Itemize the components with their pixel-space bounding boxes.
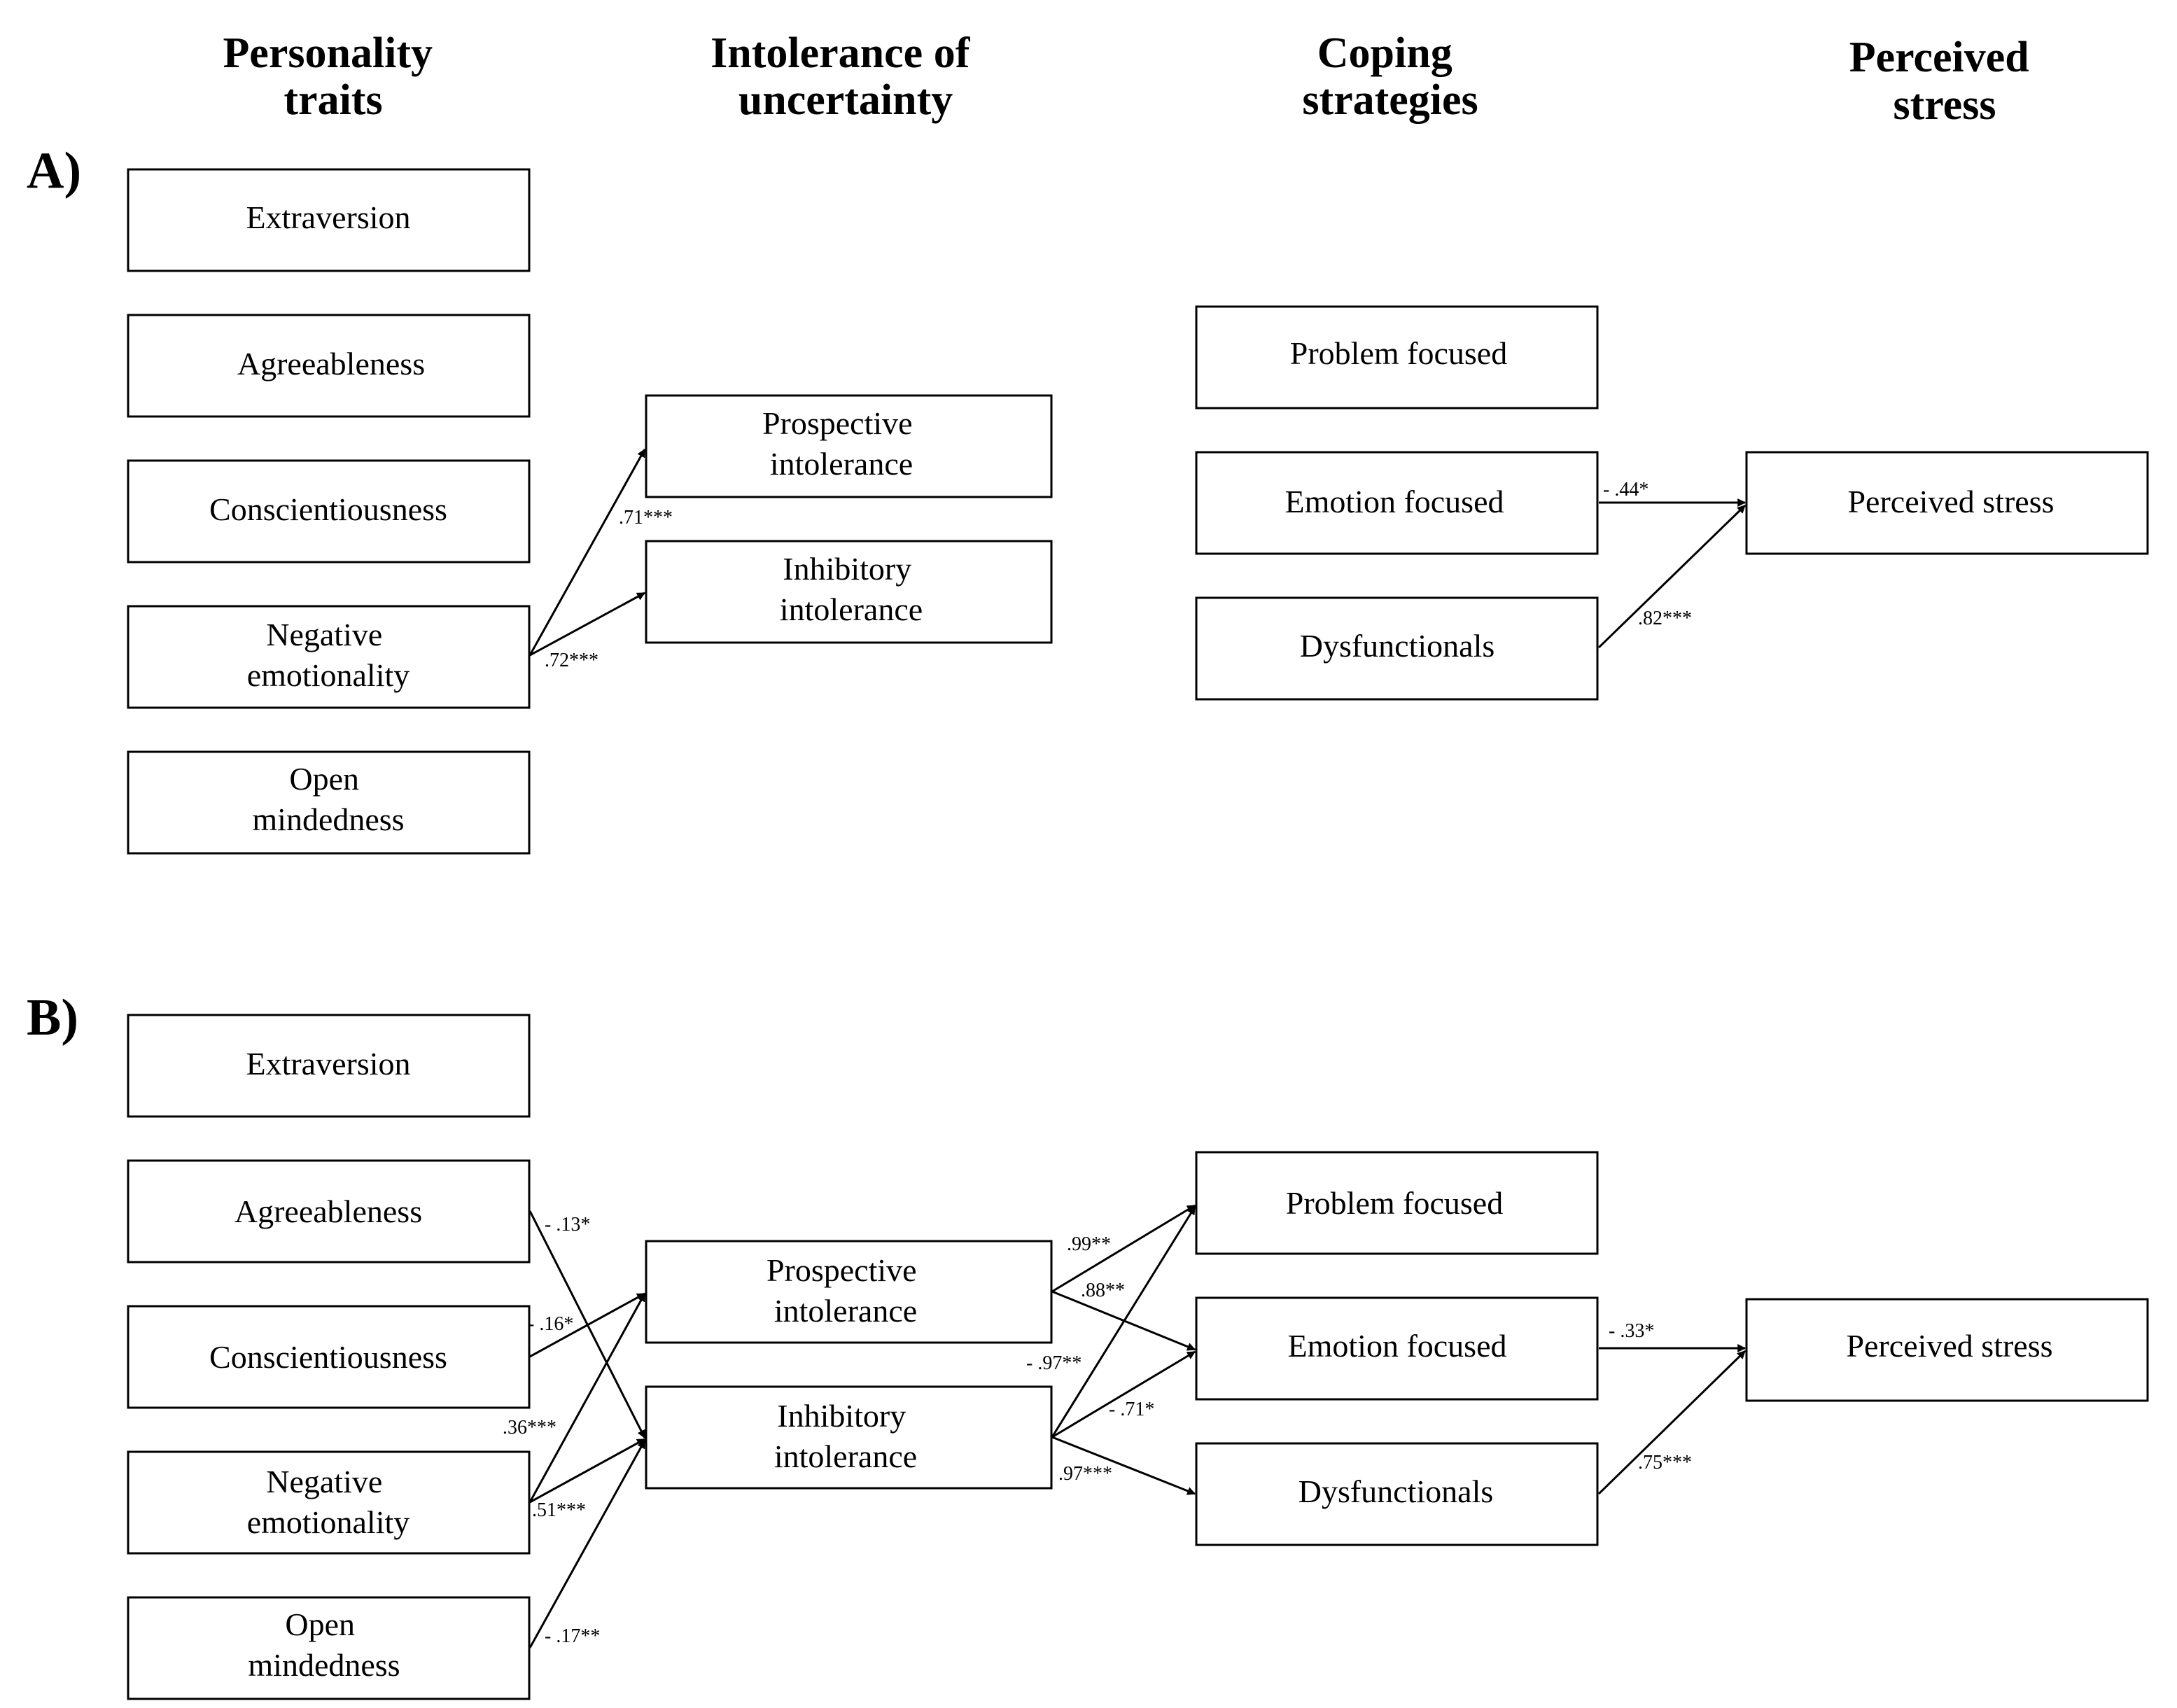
coef-b-negemo-to-prospective: .36***	[503, 1417, 556, 1438]
coef-a-negemo-to-prospective: .71***	[619, 507, 673, 528]
svg-text:Inhibitory intolerance: Inhibitory intolerance	[774, 1398, 917, 1474]
coef-b-inhibitory-to-problem: - .97**	[1026, 1352, 1082, 1374]
svg-text:Prospective intoleranc: Prospective intolerance	[766, 1252, 925, 1329]
svg-text:Negative emotionality: Negative emotionality	[247, 1464, 410, 1540]
box-b-inhibitory-intolerance: Inhibitory intolerance	[645, 1385, 1053, 1490]
header-personality-traits: Personality traits	[223, 29, 443, 124]
panel-a: A) Extraversion Agreeableness Conscienti…	[27, 142, 2149, 855]
box-b-extraversion: Extraversion	[127, 1014, 531, 1118]
coef-b-inhibitory-to-dysfunctional: .97***	[1058, 1463, 1112, 1485]
path-b-inhibitory-to-dysfunctional	[1051, 1436, 1196, 1495]
path-a-negemo-to-inhibitory	[529, 592, 646, 657]
coef-b-open-to-inhibitory: - .17**	[545, 1625, 600, 1647]
svg-text:Agreeableness: Agreeableness	[234, 1194, 422, 1229]
box-a-perceived-stress: Perceived stress	[1745, 451, 2149, 555]
box-b-conscientiousness: Conscientiousness	[127, 1305, 531, 1409]
box-a-inhibitory-intolerance: Inhibitory intolerance	[645, 540, 1053, 644]
box-a-prospective-intolerance: Prospective intolerance	[645, 394, 1053, 498]
path-b-prospective-to-problem	[1051, 1204, 1196, 1293]
box-a-open-mindedness: Open mindedness	[127, 750, 531, 855]
box-a-emotion-focused: Emotion focused	[1195, 451, 1599, 555]
coef-b-emotion-to-stress: - .33*	[1609, 1320, 1654, 1342]
box-b-open-mindedness: Open mindedness	[127, 1596, 531, 1700]
box-a-problem-focused: Problem focused	[1195, 305, 1599, 410]
coef-b-negemo-to-inhibitory: .51***	[532, 1499, 586, 1521]
panel-b: B) Extraversion Agreeableness Conscienti…	[27, 989, 2149, 1700]
box-b-prospective-intolerance: Prospective intolerance	[645, 1240, 1053, 1344]
coef-b-inhibitory-to-emotion: - .71*	[1109, 1399, 1154, 1420]
path-b-negemo-to-inhibitory	[529, 1438, 646, 1504]
box-b-agreeableness: Agreeableness	[127, 1159, 531, 1264]
svg-text:Dysfunctionals: Dysfunctionals	[1300, 628, 1495, 664]
box-b-emotion-focused: Emotion focused	[1195, 1296, 1599, 1401]
svg-text:Agreeableness: Agreeableness	[237, 346, 425, 382]
svg-text:Open mindedness: Open mindedness	[248, 1606, 400, 1683]
box-a-open-mindedness-label: Open mindedness	[252, 761, 404, 837]
box-a-extraversion: Extraversion	[127, 168, 531, 272]
svg-text:Emotion focused: Emotion focused	[1288, 1328, 1507, 1364]
coef-b-prospective-to-emotion: .88**	[1081, 1280, 1125, 1301]
svg-text:Perceived stress: Perceived stress	[1846, 1328, 2052, 1364]
coef-b-consc-to-prospective: - .16*	[528, 1313, 573, 1335]
path-b-inhibitory-to-problem	[1051, 1205, 1196, 1438]
svg-text:Inhibitory intolerance: Inhibitory intolerance	[780, 551, 923, 627]
box-a-conscientiousness: Conscientiousness	[127, 459, 531, 564]
coef-a-emotion-to-stress: - .44*	[1603, 479, 1648, 500]
path-b-inhibitory-to-emotion	[1051, 1350, 1196, 1438]
box-a-dysfunctionals: Dysfunctionals	[1195, 596, 1599, 701]
coef-b-agree-to-inhibitory: - .13*	[545, 1214, 590, 1236]
box-a-negative-emotionality-label: Negative emotionality	[247, 617, 410, 693]
coef-b-prospective-to-problem: .99**	[1067, 1233, 1111, 1255]
coef-b-dysfunctional-to-stress: .75***	[1638, 1452, 1692, 1474]
box-b-problem-focused: Problem focused	[1195, 1151, 1599, 1255]
box-a-agreeableness: Agreeableness	[127, 314, 531, 418]
path-a-dysfunctional-to-stress	[1597, 504, 1746, 649]
box-b-dysfunctionals: Dysfunctionals	[1195, 1442, 1599, 1546]
path-b-negemo-to-prospective	[528, 1292, 646, 1503]
box-b-negative-emotionality: Negative emotionality	[127, 1450, 531, 1555]
box-b-perceived-stress: Perceived stress	[1745, 1298, 2149, 1402]
path-b-dysfunctional-to-stress	[1597, 1350, 1746, 1495]
svg-text:Prospective intoleranc: Prospective intolerance	[762, 405, 920, 482]
svg-text:Problem focused: Problem focused	[1286, 1185, 1503, 1221]
coef-a-dysfunctional-to-stress: .82***	[1638, 608, 1692, 629]
panel-b-label: B)	[27, 989, 78, 1046]
svg-text:Extraversion: Extraversion	[246, 1046, 410, 1082]
svg-text:Extraversion: Extraversion	[246, 200, 410, 235]
path-b-open-to-inhibitory	[528, 1439, 646, 1648]
svg-text:Perceived stress: Perceived stress	[1847, 484, 2054, 519]
box-a-negative-emotionality: Negative emotionality	[127, 605, 531, 709]
svg-text:Conscientiousness: Conscientiousness	[209, 1339, 447, 1375]
header-intolerance-of-uncertainty: Intolerance of uncertainty	[710, 29, 981, 124]
path-b-consc-to-prospective	[529, 1292, 646, 1358]
header-coping-strategies: Coping strategies	[1302, 29, 1478, 124]
svg-text:Dysfunctionals: Dysfunctionals	[1298, 1474, 1494, 1509]
svg-text:Conscientiousness: Conscientiousness	[209, 491, 447, 527]
header-perceived-stress: Perceived stress	[1849, 34, 2040, 129]
svg-text:Emotion focused: Emotion focused	[1285, 484, 1504, 519]
path-a-negemo-to-prospective	[528, 448, 646, 656]
coef-a-negemo-to-inhibitory: .72***	[545, 650, 598, 671]
svg-text:Problem focused: Problem focused	[1290, 335, 1507, 371]
panel-a-label: A)	[27, 142, 81, 200]
